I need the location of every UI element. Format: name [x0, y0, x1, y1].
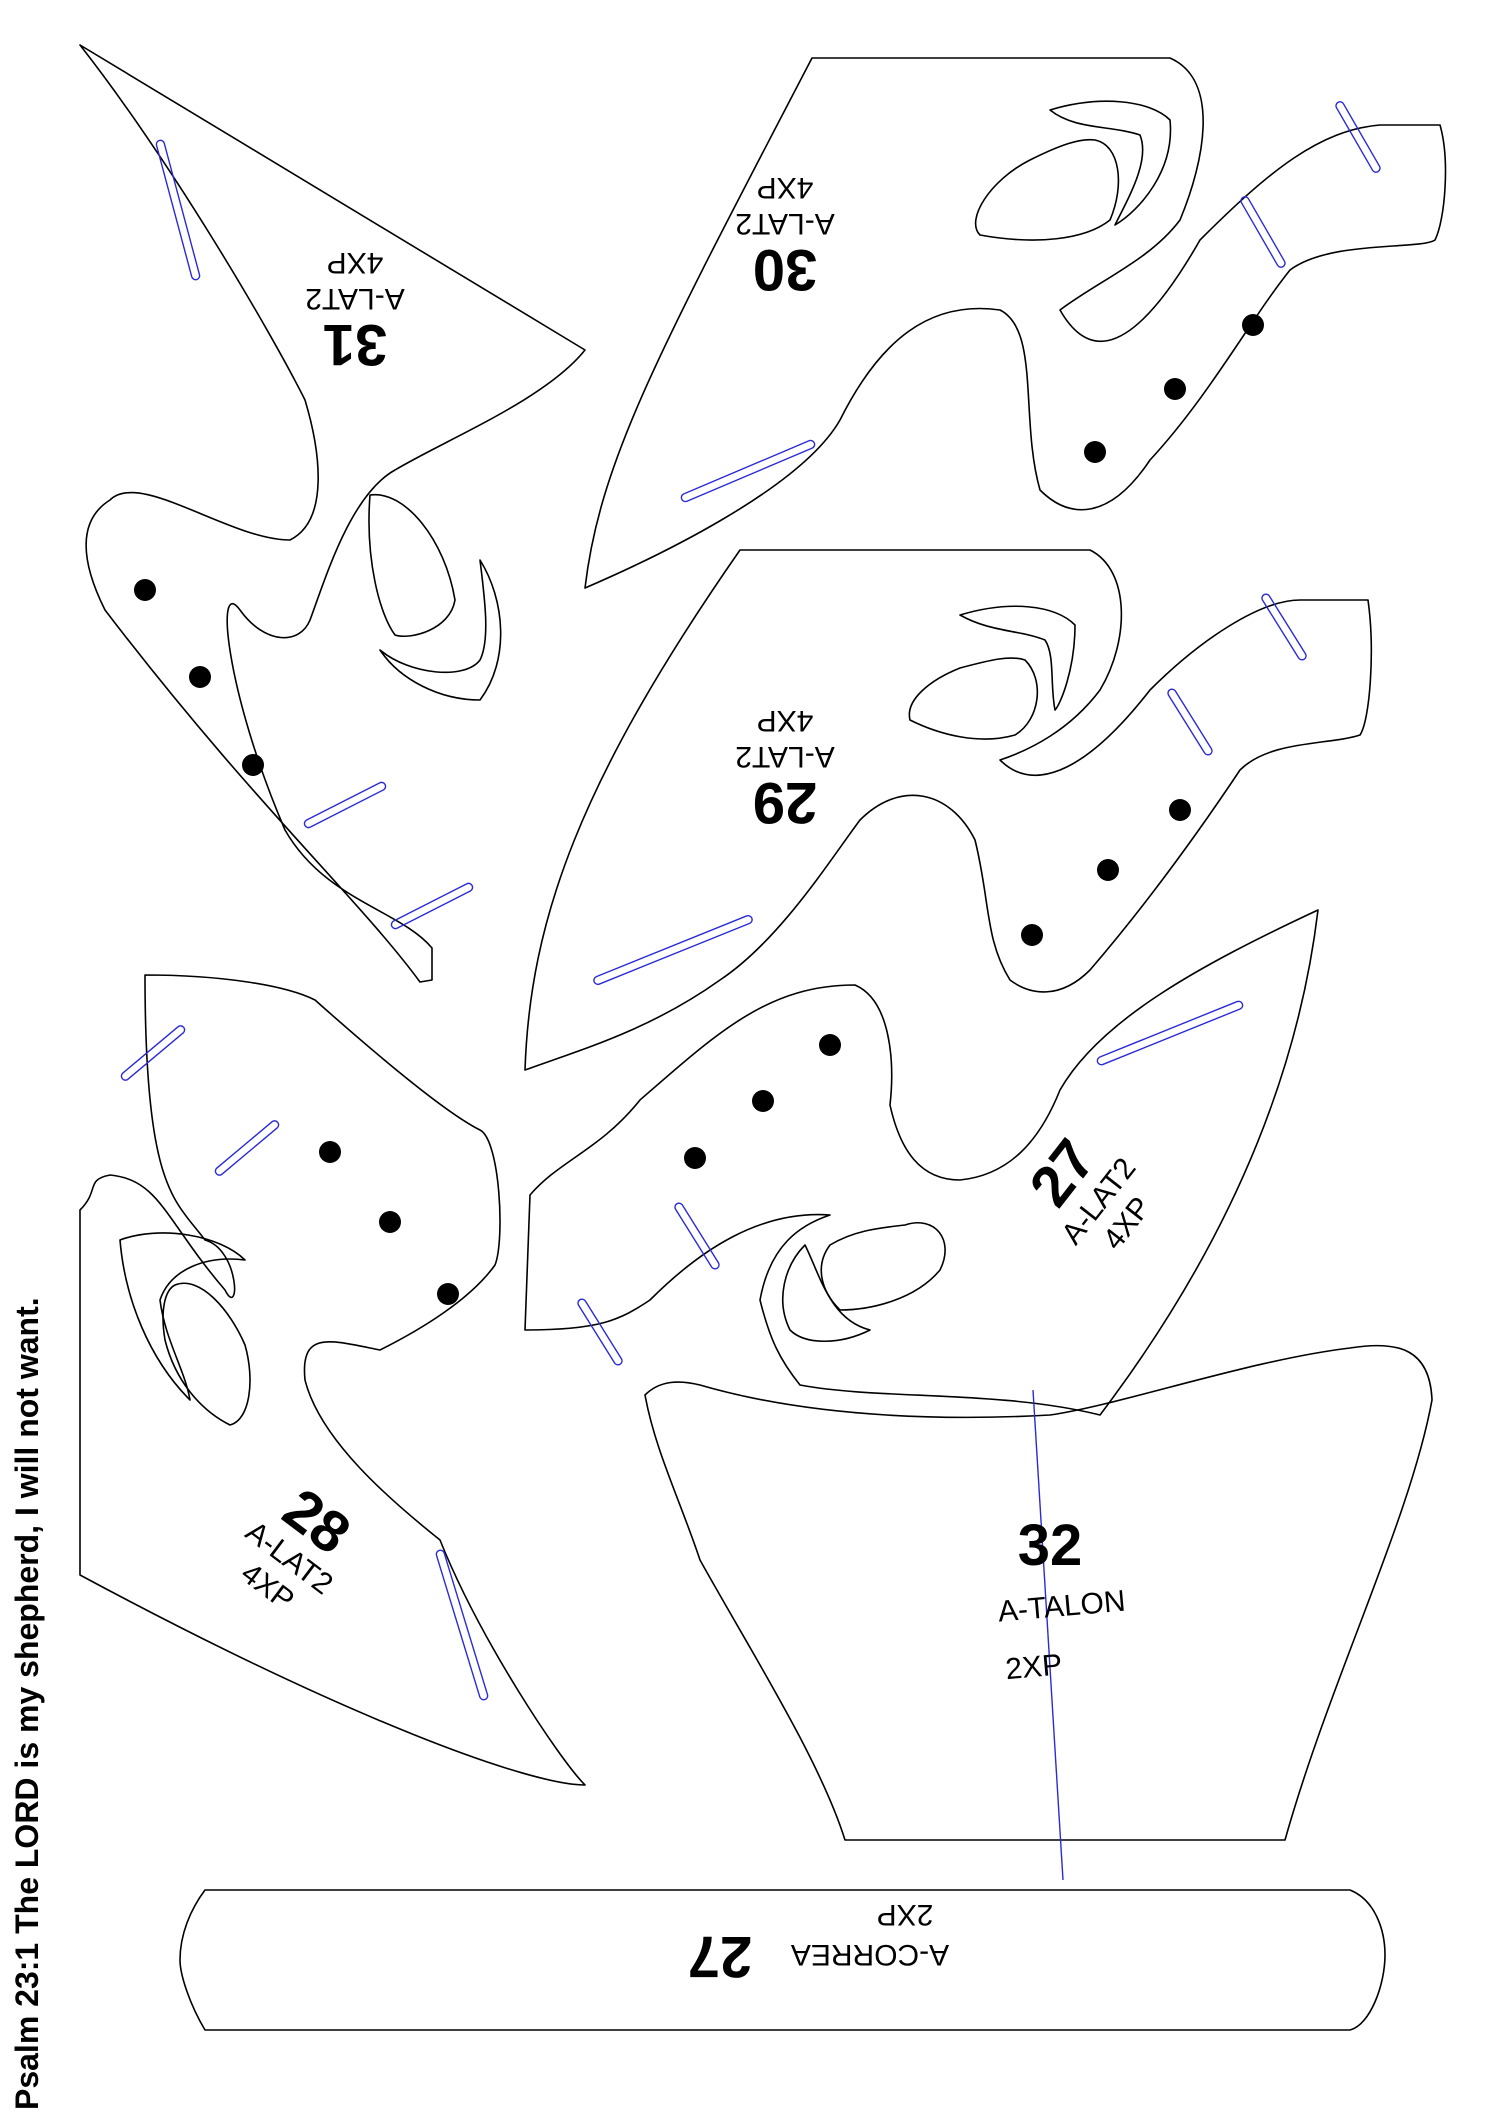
piece-27-slots — [577, 1000, 1244, 1366]
piece-28-holes — [319, 1141, 459, 1305]
piece-29-slots — [593, 593, 1307, 986]
piece-29-notch — [959, 605, 1076, 711]
piece-31: 31 A-LAT2 4XP — [79, 44, 586, 983]
piece-30-slots — [680, 101, 1381, 503]
slot — [214, 1120, 280, 1176]
piece-32-outline — [644, 1344, 1433, 1841]
piece-27-outline — [524, 909, 1319, 1416]
piece-31-number: 31 — [323, 312, 388, 377]
slot — [1261, 593, 1307, 661]
slot — [1335, 101, 1381, 173]
piece-31-cutout — [368, 494, 456, 637]
hole — [242, 754, 264, 776]
slot — [577, 1298, 623, 1366]
piece-32: 32 A-TALON 2XP — [644, 1344, 1433, 1881]
piece-31-outline — [79, 44, 586, 983]
piece-27-notch — [782, 1244, 871, 1343]
piece-30-number: 30 — [753, 237, 818, 302]
piece-28: 28 A-LAT2 4XP — [79, 974, 586, 1786]
hole — [752, 1090, 774, 1112]
piece-29-qty: 4XP — [757, 704, 814, 737]
strap-name: A-CORREA — [791, 1938, 949, 1971]
hole — [134, 579, 156, 601]
piece-29-name: A-LAT2 — [735, 740, 834, 773]
hole — [684, 1147, 706, 1169]
piece-27-label: 27 A-LAT2 4XP — [1017, 1128, 1158, 1256]
piece-32-qty: 2XP — [1004, 1648, 1063, 1686]
piece-29-holes — [1021, 799, 1191, 946]
piece-32-center-line — [1032, 1389, 1064, 1881]
piece-32-number: 32 — [1018, 1513, 1083, 1578]
slot — [155, 139, 201, 281]
piece-29-label: 29 A-LAT2 4XP — [735, 704, 834, 835]
piece-31-label: 31 A-LAT2 4XP — [305, 246, 404, 377]
slot — [390, 882, 474, 930]
piece-27-cutout — [820, 1222, 946, 1311]
slot — [1096, 1000, 1244, 1066]
piece-31-notch — [379, 559, 502, 701]
piece-30-notch — [1049, 100, 1172, 226]
strap-label: 27 A-CORREA 2XP — [688, 1898, 949, 1989]
piece-30: 30 A-LAT2 4XP — [584, 57, 1447, 589]
piece-30-outline — [584, 57, 1447, 589]
slot — [674, 1202, 720, 1270]
slot — [435, 1549, 489, 1701]
piece-27: 27 A-LAT2 4XP — [524, 909, 1319, 1416]
strap-outline — [179, 1889, 1386, 2031]
piece-31-holes — [134, 579, 264, 776]
piece-30-label: 30 A-LAT2 4XP — [735, 171, 834, 302]
piece-32-label: 32 A-TALON 2XP — [997, 1513, 1127, 1686]
strap-qty: 2XP — [877, 1898, 934, 1931]
slot — [303, 781, 387, 829]
piece-27-holes — [684, 1034, 841, 1169]
piece-28-label: 28 A-LAT2 4XP — [235, 1476, 362, 1617]
hole — [1021, 924, 1043, 946]
piece-strap: 27 A-CORREA 2XP — [179, 1889, 1386, 2031]
hole — [819, 1034, 841, 1056]
slot — [1240, 196, 1286, 268]
hole — [437, 1283, 459, 1305]
piece-31-qty: 4XP — [327, 246, 384, 279]
hole — [1084, 441, 1106, 463]
piece-29-number: 29 — [753, 770, 818, 835]
slot — [593, 914, 753, 986]
piece-30-holes — [1084, 314, 1264, 463]
strap-number: 27 — [688, 1924, 753, 1989]
piece-29-outline — [524, 549, 1373, 1071]
piece-28-cutout — [162, 1282, 251, 1426]
hole — [1164, 378, 1186, 400]
piece-28-outline — [79, 974, 586, 1786]
piece-31-slots — [155, 139, 474, 930]
slot — [1167, 688, 1213, 756]
slot — [680, 439, 816, 503]
piece-31-name: A-LAT2 — [305, 282, 404, 315]
piece-28-slots — [120, 1025, 489, 1701]
hole — [1097, 859, 1119, 881]
hole — [1169, 799, 1191, 821]
piece-29-cutout — [908, 657, 1039, 740]
piece-29: 29 A-LAT2 4XP — [524, 549, 1373, 1071]
piece-30-qty: 4XP — [757, 171, 814, 204]
hole — [1242, 314, 1264, 336]
hole — [379, 1211, 401, 1233]
piece-28-notch — [119, 1232, 246, 1401]
hole — [189, 666, 211, 688]
verse-text: Psalm 23:1 The LORD is my shepherd, I wi… — [9, 1297, 45, 2110]
slot — [120, 1025, 186, 1081]
piece-30-name: A-LAT2 — [735, 207, 834, 240]
piece-30-cutout — [974, 138, 1120, 241]
hole — [319, 1141, 341, 1163]
piece-32-name: A-TALON — [997, 1585, 1127, 1629]
